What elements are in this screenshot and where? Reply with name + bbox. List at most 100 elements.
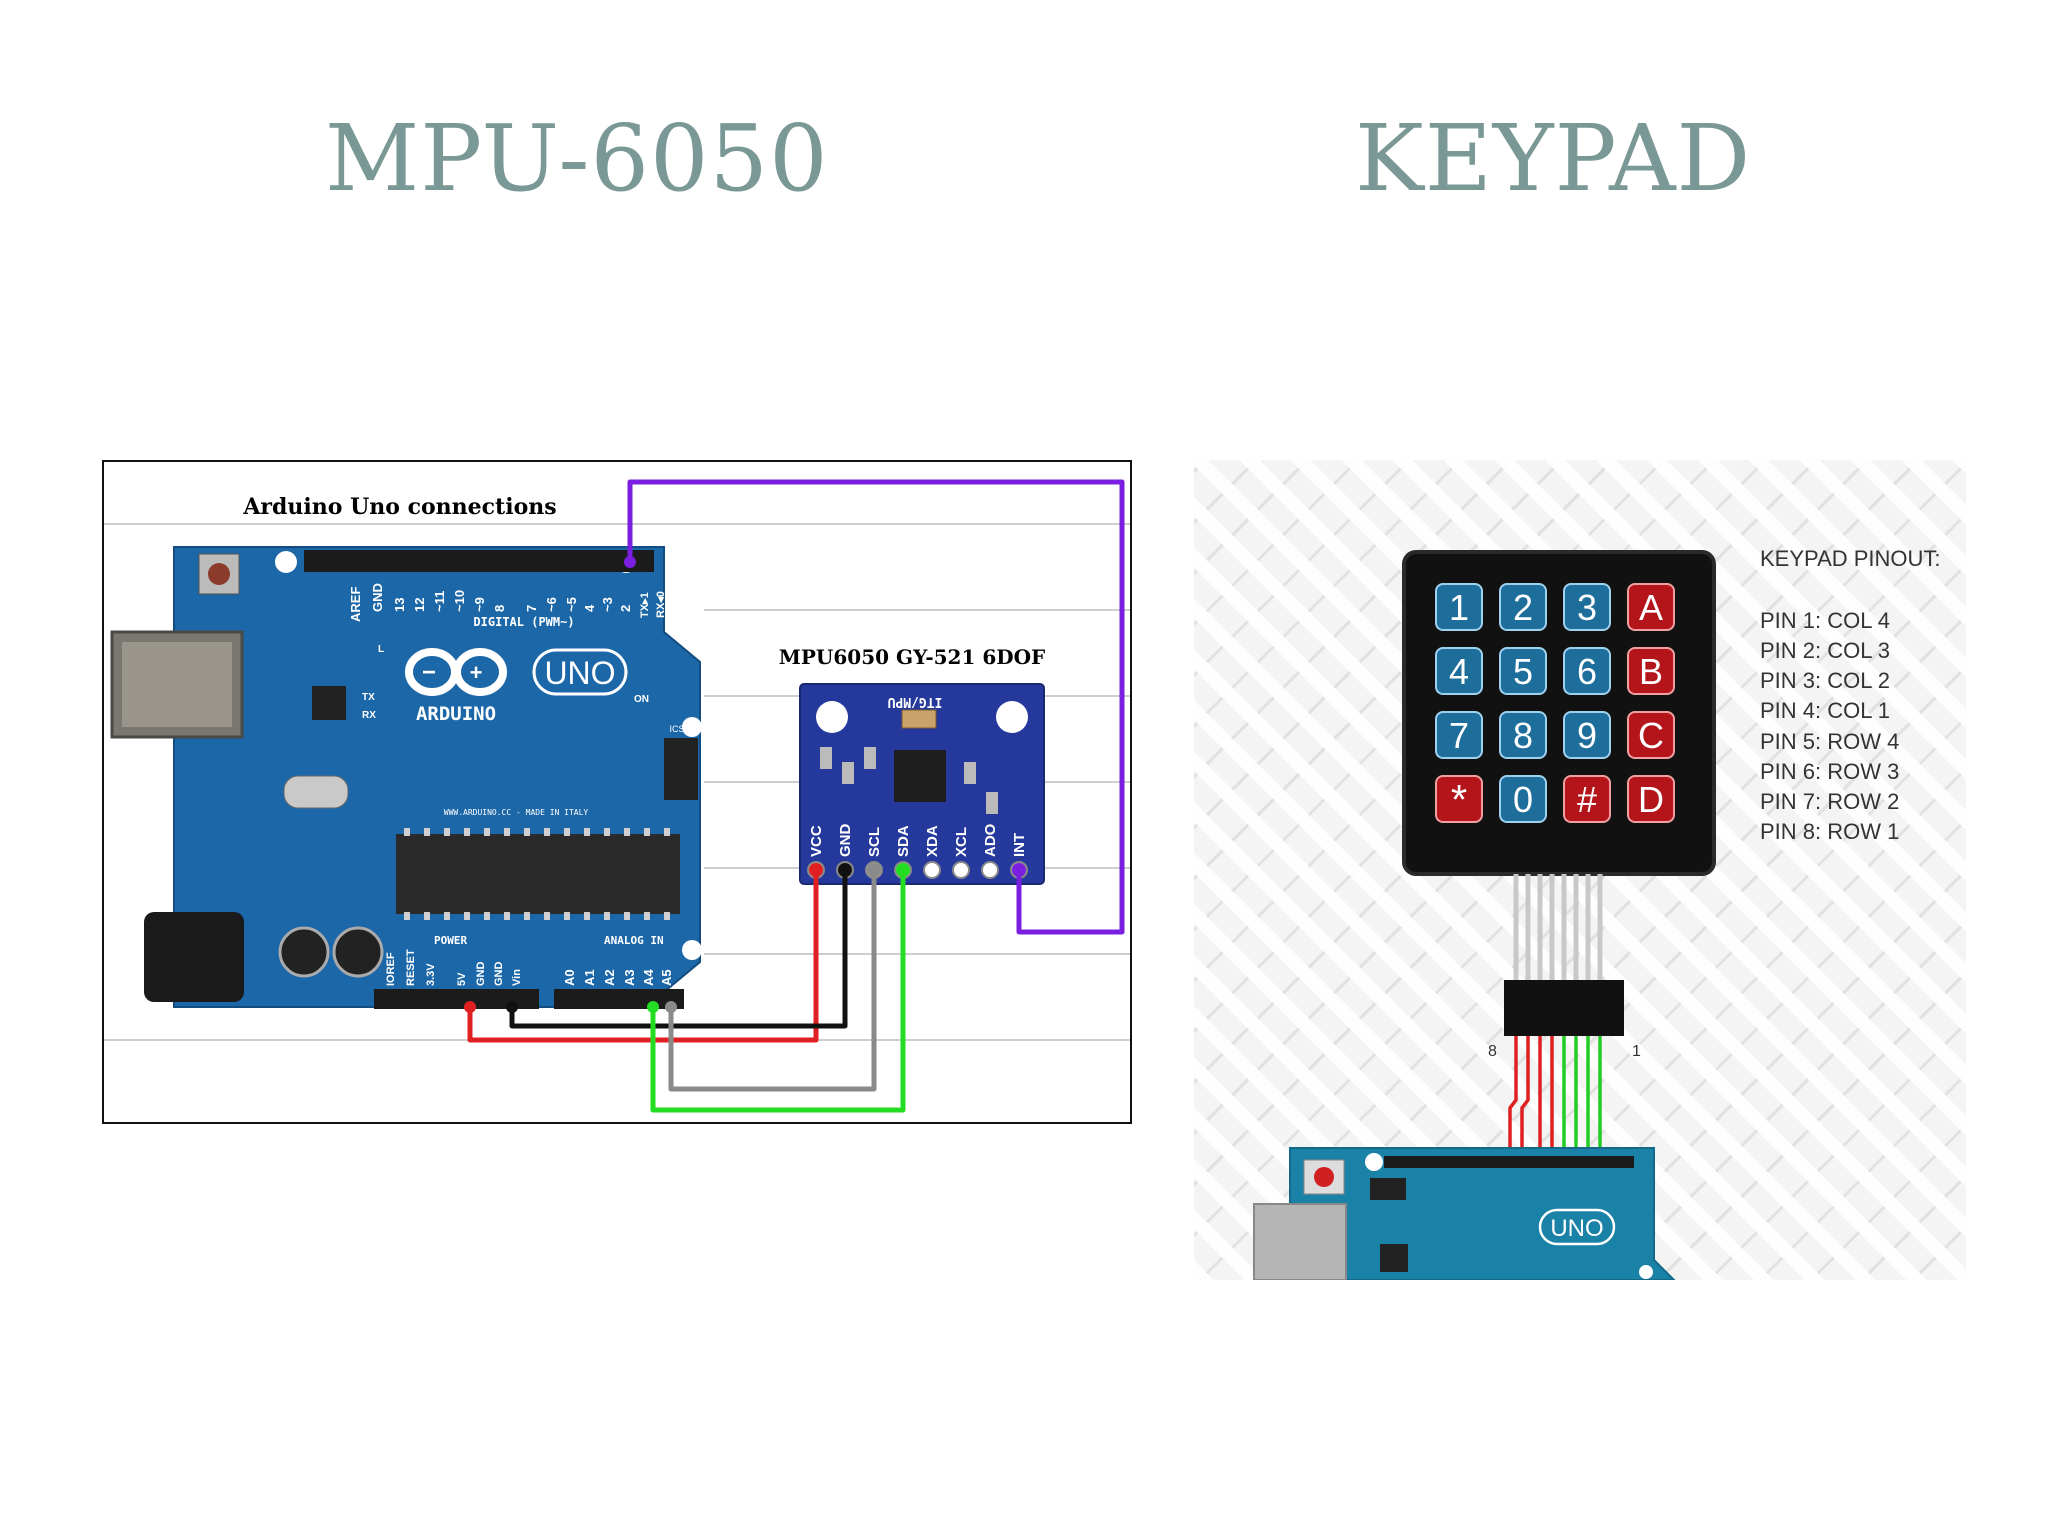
- digital-pin-label: 12: [412, 598, 427, 612]
- pinout-line: PIN 4: COL 1: [1760, 698, 1890, 723]
- module-pin-int: INT: [1011, 833, 1028, 857]
- power-pin-label: GND: [475, 962, 487, 987]
- usb-connector: [1253, 1203, 1347, 1280]
- pinout-title: KEYPAD PINOUT:: [1760, 546, 1941, 571]
- key-4[interactable]: [1435, 647, 1483, 695]
- crystal-oscillator: [283, 775, 349, 809]
- analog-pin-label: A4: [641, 969, 656, 986]
- power-jack: [144, 912, 244, 1002]
- keypad-title: KEYPAD: [1355, 105, 1752, 212]
- key-a[interactable]: [1627, 583, 1675, 631]
- keypad-jumper-wires: [1508, 1036, 1602, 1160]
- key-7[interactable]: [1435, 711, 1483, 759]
- digital-pin-label: ~3: [600, 597, 615, 612]
- digital-pin-label: 7: [524, 605, 539, 612]
- mpu6050-title: MPU-6050: [325, 105, 829, 212]
- mpu-chip: [894, 750, 946, 802]
- digital-pin-label: ~11: [432, 591, 447, 612]
- usb-controller-chip: [312, 686, 346, 720]
- pinout-line: PIN 1: COL 4: [1760, 608, 1890, 633]
- rx-label: RX: [362, 710, 376, 721]
- website-label: WWW.ARDUINO.CC - MADE IN ITALY: [444, 808, 589, 817]
- uno-badge: [1538, 1208, 1616, 1246]
- icsp-header: [1370, 1178, 1406, 1200]
- pinout-line: PIN 7: ROW 2: [1760, 789, 1899, 814]
- module-pin-sda: SDA: [895, 825, 912, 857]
- key-1[interactable]: [1435, 583, 1483, 631]
- digital-pin-label: 4: [582, 604, 597, 612]
- wire-sda: [650, 870, 906, 1113]
- digital-pin-label: ~5: [564, 597, 579, 612]
- analog-header: [554, 989, 684, 1009]
- wire-gnd: [509, 870, 848, 1029]
- wires: [467, 479, 1125, 1113]
- keypad-arduino-board: UNO: [1253, 1147, 1676, 1280]
- digital-pin-label: 8: [492, 605, 507, 612]
- uno-model-text: UNO: [1550, 1215, 1603, 1242]
- key-3[interactable]: [1563, 583, 1611, 631]
- analog-pin-label: A3: [622, 969, 637, 986]
- module-pin-ado: ADO: [982, 823, 999, 857]
- analog-label: ANALOG IN: [604, 934, 664, 947]
- power-pin-label: 5V: [456, 972, 468, 986]
- key-5[interactable]: [1499, 647, 1547, 695]
- analog-pin-label: A1: [582, 969, 597, 986]
- chip: [1380, 1244, 1408, 1272]
- module-pin-xda: XDA: [924, 825, 941, 857]
- digital-pin-label: 2: [618, 605, 633, 612]
- key-label: 5: [1513, 651, 1533, 692]
- key-label: A: [1639, 587, 1663, 628]
- power-pin-label: GND: [493, 962, 505, 987]
- module-label: MPU6050 GY-521 6DOF: [779, 645, 1045, 669]
- module-pin-gnd: GND: [837, 824, 854, 858]
- key-label: 1: [1449, 587, 1469, 628]
- l-led-label: L: [378, 644, 384, 655]
- key-star[interactable]: [1435, 775, 1483, 823]
- atmega-chip: [396, 834, 680, 914]
- digital-pin-label: TX▸1: [639, 592, 651, 618]
- digital-pin-label: ~9: [472, 597, 487, 612]
- power-pin-label: Vin: [511, 969, 523, 986]
- pinout-line: PIN 3: COL 2: [1760, 668, 1890, 693]
- key-label: 7: [1449, 715, 1469, 756]
- key-9[interactable]: [1563, 711, 1611, 759]
- pinout-line: PIN 5: ROW 4: [1760, 729, 1899, 754]
- digital-pin-label: ~6: [544, 597, 559, 612]
- digital-pin-label: GND: [370, 583, 385, 612]
- connector-pin1-label: 1: [1632, 1043, 1641, 1060]
- digital-pin-label: RX◂0: [655, 591, 667, 618]
- key-0[interactable]: [1499, 775, 1547, 823]
- pinout-line: PIN 2: COL 3: [1760, 638, 1890, 663]
- module-pin-vcc: VCC: [808, 825, 825, 857]
- key-6[interactable]: [1563, 647, 1611, 695]
- tx-label: TX: [362, 692, 375, 703]
- key-b[interactable]: [1627, 647, 1675, 695]
- mount-hole: [682, 717, 702, 737]
- key-label: 3: [1577, 587, 1597, 628]
- key-label: #: [1577, 779, 1597, 820]
- svg-text:+: +: [470, 660, 483, 685]
- digital-pin-label: AREF: [348, 587, 363, 622]
- key-hash[interactable]: [1563, 775, 1611, 823]
- wire-int: [627, 479, 1125, 935]
- module-pin-xcl: XCL: [953, 827, 970, 857]
- arduino-logo-text: ARDUINO: [416, 703, 496, 725]
- key-label: 0: [1513, 779, 1533, 820]
- key-label: 8: [1513, 715, 1533, 756]
- key-label: C: [1638, 715, 1664, 756]
- key-d[interactable]: [1627, 775, 1675, 823]
- module-pin-scl: SCL: [866, 827, 883, 857]
- capacitor: [332, 926, 384, 978]
- key-c[interactable]: [1627, 711, 1675, 759]
- uno-badge: [532, 648, 628, 696]
- mount-hole: [682, 940, 702, 960]
- svg-text:−: −: [422, 659, 436, 686]
- key-2[interactable]: [1499, 583, 1547, 631]
- digital-label: DIGITAL (PWM~): [473, 615, 574, 629]
- key-label: 9: [1577, 715, 1597, 756]
- analog-pin-label: A0: [562, 969, 577, 986]
- diagram-caption: Arduino Uno connections: [242, 494, 556, 520]
- ribbon-cable: [1513, 874, 1603, 980]
- key-8[interactable]: [1499, 711, 1547, 759]
- key-label: B: [1639, 651, 1663, 692]
